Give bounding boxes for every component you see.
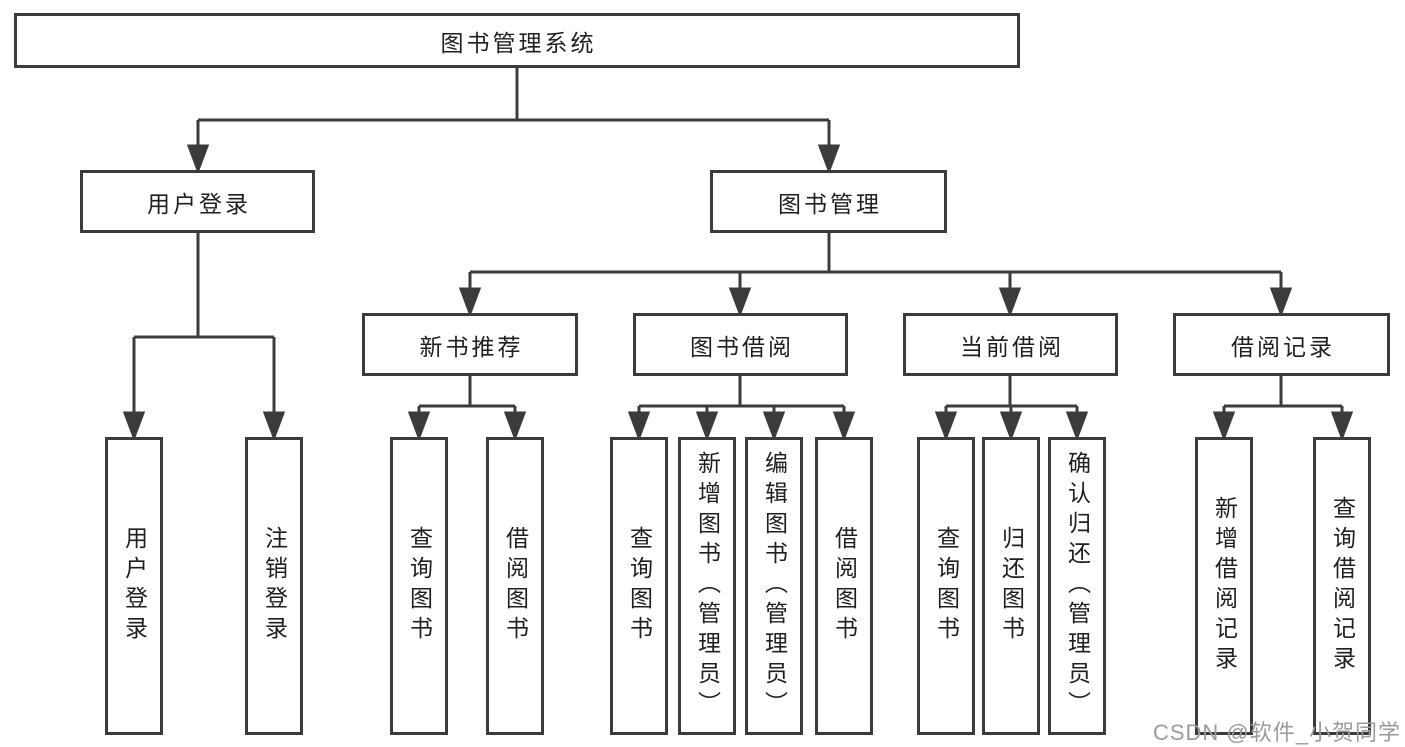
arrowhead-down-icon	[817, 144, 841, 175]
arrowhead-down-icon	[695, 411, 719, 442]
arrowhead-down-icon	[934, 411, 958, 442]
arrowhead-down-icon	[262, 411, 286, 442]
arrowhead-down-icon	[999, 411, 1023, 442]
arrowhead-down-icon	[998, 287, 1022, 318]
node-book-mgmt: 图书管理	[710, 170, 947, 233]
arrowhead-down-icon	[458, 287, 482, 318]
leaf-query-books-rec: 查询图书	[390, 437, 448, 735]
leaf-query-borrow-record: 查询借阅记录	[1313, 437, 1371, 735]
connector-root-to-level2	[186, 68, 841, 175]
node-root: 图书管理系统	[14, 13, 1020, 68]
leaf-user-login: 用户登录	[105, 437, 163, 735]
arrowhead-down-icon	[503, 411, 527, 442]
arrowhead-down-icon	[1269, 287, 1293, 318]
arrowhead-down-icon	[1065, 411, 1089, 442]
arrowhead-down-icon	[407, 411, 431, 442]
connector-borrow-records-to-leaves	[1212, 376, 1354, 442]
node-new-book-rec-label: 新书推荐	[419, 333, 524, 360]
arrowhead-down-icon	[1330, 411, 1354, 442]
arrowhead-down-icon	[728, 287, 752, 318]
connector-current-borrow-to-leaves	[934, 376, 1089, 442]
arrowhead-down-icon	[1212, 411, 1236, 442]
connector-book-mgmt-to-level3	[458, 233, 1293, 318]
node-borrow-records: 借阅记录	[1173, 313, 1390, 376]
leaf-query-books-current: 查询图书	[917, 437, 975, 735]
arrowhead-down-icon	[832, 411, 856, 442]
leaf-edit-books-admin: 编辑图书（管理员）	[745, 437, 803, 735]
node-current-borrow: 当前借阅	[903, 313, 1118, 376]
node-book-mgmt-label: 图书管理	[778, 190, 882, 217]
connector-new-book-rec-to-leaves	[407, 376, 527, 442]
connector-user-login-to-leaves	[122, 233, 286, 442]
node-borrow-records-label: 借阅记录	[1231, 333, 1335, 360]
leaf-borrow-books-rec: 借阅图书	[486, 437, 544, 735]
leaf-query-books-borrow: 查询图书	[610, 437, 668, 735]
node-book-borrow: 图书借阅	[633, 313, 848, 376]
leaf-borrow-books: 借阅图书	[815, 437, 873, 735]
arrowhead-down-icon	[627, 411, 651, 442]
arrowhead-down-icon	[762, 411, 786, 442]
leaf-add-books-admin: 新增图书（管理员）	[678, 437, 736, 735]
node-user-login-label: 用户登录	[147, 190, 251, 217]
arrowhead-down-icon	[186, 144, 210, 175]
node-root-label: 图书管理系统	[440, 29, 597, 56]
arrowhead-down-icon	[122, 411, 146, 442]
leaf-add-borrow-record: 新增借阅记录	[1195, 437, 1253, 735]
leaf-return-books: 归还图书	[982, 437, 1040, 735]
csdn-watermark: CSDN @软件_小贺同学	[1152, 720, 1401, 745]
node-current-borrow-label: 当前借阅	[960, 333, 1064, 360]
node-book-borrow-label: 图书借阅	[690, 333, 794, 360]
leaf-logout: 注销登录	[245, 437, 303, 735]
node-user-login: 用户登录	[80, 170, 315, 233]
connector-book-borrow-to-leaves	[627, 376, 856, 442]
node-new-book-rec: 新书推荐	[362, 313, 578, 376]
leaf-confirm-return-admin: 确认归还（管理员）	[1048, 437, 1106, 735]
